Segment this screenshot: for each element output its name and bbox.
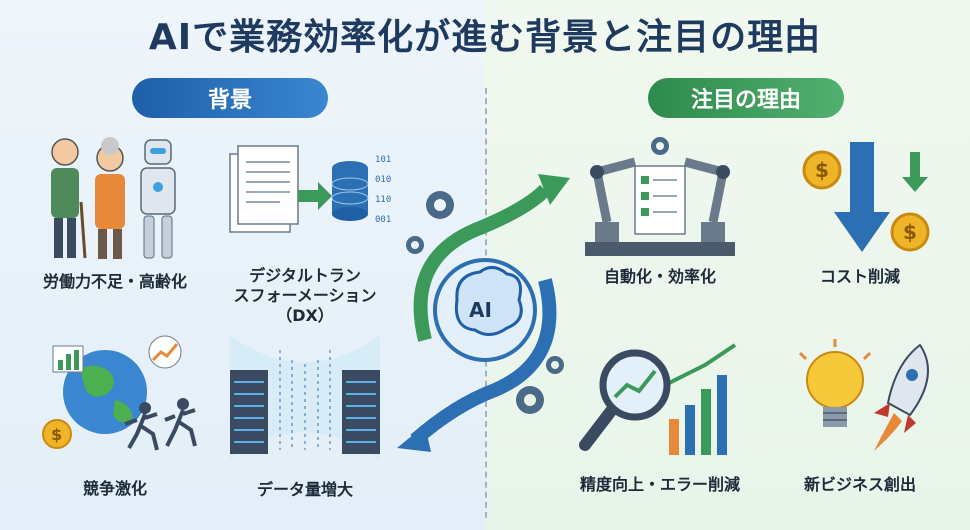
reason-item-new-business: 新ビジネス創出 (760, 335, 960, 496)
background-header: 背景 (132, 78, 328, 118)
svg-text:101: 101 (375, 155, 391, 165)
coins-down-arrow-icon: $ $ (802, 142, 930, 252)
background-item-label: デジタルトラン スフォーメーション （DX） (233, 266, 377, 325)
svg-text:010: 010 (375, 175, 391, 185)
svg-text:$: $ (815, 158, 829, 182)
magnifier-chart-icon (579, 343, 737, 455)
background-item-labor: 労働力不足・高齢化 (15, 132, 215, 293)
ai-center: AI (395, 150, 575, 470)
background-item-competition: $ 競争激化 (15, 330, 215, 500)
elderly-people-robot-icon (51, 137, 176, 259)
document-database-icon: 101 010 110 001 (229, 145, 391, 233)
background-item-label: データ量増大 (256, 480, 353, 499)
robot-arms-checklist-icon (585, 137, 735, 256)
background-item-dx: 101 010 110 001 デジタルトラン スフォーメーション （DX） (205, 132, 405, 326)
reason-item-label: 自動化・効率化 (603, 267, 716, 286)
reason-item-label: 精度向上・エラー削減 (579, 475, 740, 494)
ai-brain-icon: AI (397, 174, 570, 452)
svg-text:$: $ (903, 220, 917, 244)
reason-item-accuracy: 精度向上・エラー削減 (560, 335, 760, 496)
svg-text:110: 110 (375, 195, 391, 205)
svg-text:$: $ (51, 425, 62, 444)
background-item-data: データ量増大 (205, 330, 405, 501)
server-data-stream-icon (230, 335, 380, 460)
svg-text:001: 001 (375, 215, 391, 225)
background-item-label: 競争激化 (82, 479, 147, 498)
page-title: AIで業務効率化が進む背景と注目の理由 (148, 17, 822, 58)
reason-item-cost: $ $ コスト削減 (760, 132, 960, 288)
reasons-header: 注目の理由 (648, 78, 844, 118)
reason-item-automation: 自動化・効率化 (560, 132, 760, 288)
background-item-label: 労働力不足・高齢化 (42, 272, 187, 291)
reason-item-label: コスト削減 (819, 267, 900, 286)
reason-item-label: 新ビジネス創出 (803, 475, 916, 494)
globe-runners-icon: $ (42, 335, 197, 451)
svg-text:AI: AI (469, 298, 492, 322)
lightbulb-rocket-icon (798, 339, 929, 451)
